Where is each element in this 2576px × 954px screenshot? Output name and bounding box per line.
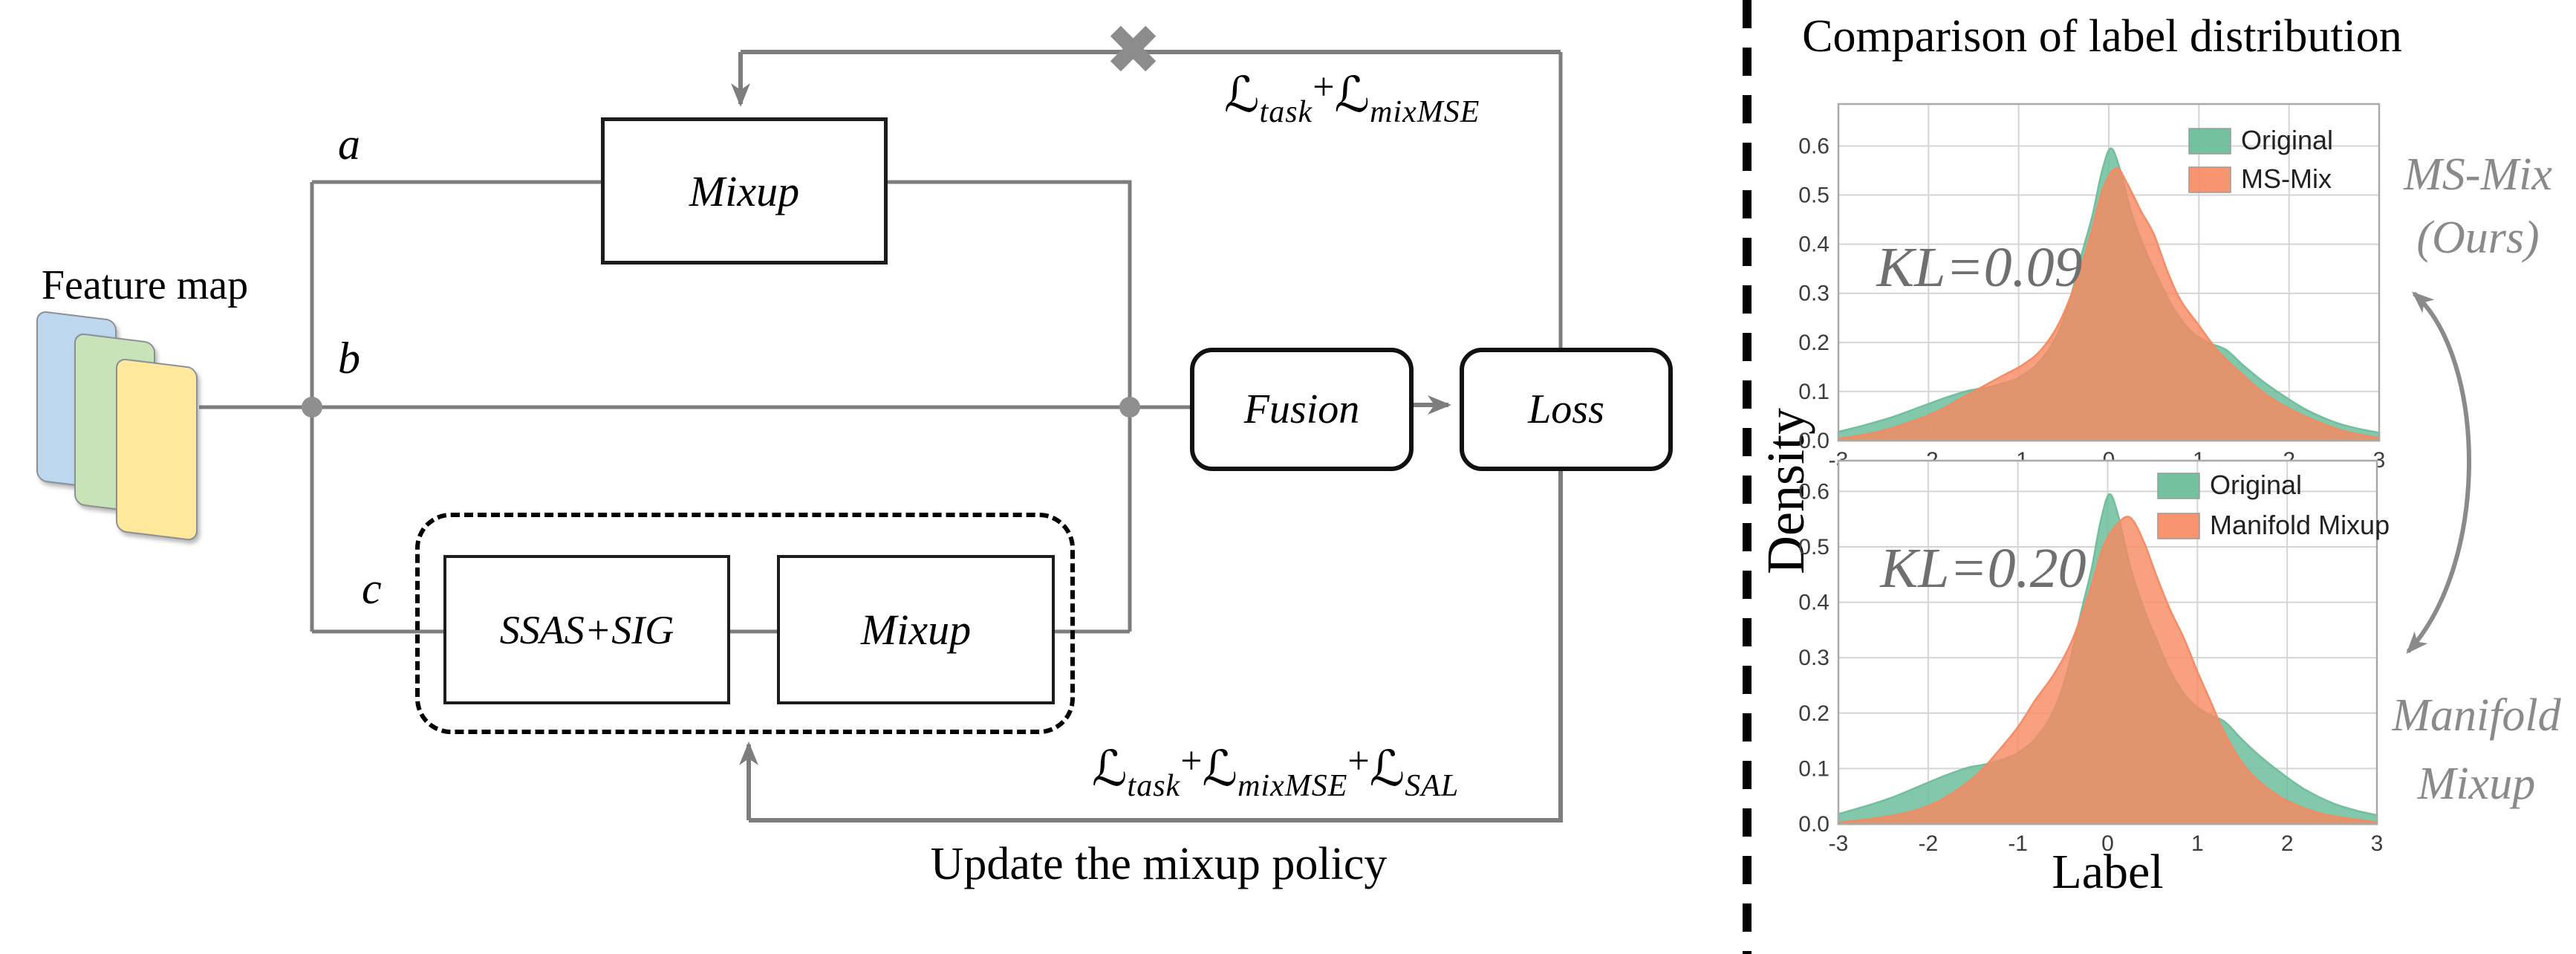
svg-text:0.3: 0.3 — [1798, 646, 1829, 670]
loss-box-label: Loss — [1528, 386, 1604, 432]
blocked-cross-icon: ✖ — [1105, 10, 1162, 90]
mixup-top-output-line — [880, 180, 1132, 632]
chart-lower-manifold-mixup: 0.0 0.1 0.2 0.3 0.4 0.5 0.6 -3 -2 -1 0 1 2 3 KL=0.20 Or… — [1798, 459, 2390, 899]
script-L: ℒ — [1369, 740, 1405, 797]
ssas-sig-box: SSAS+SIG — [443, 555, 730, 704]
panel-separator — [1743, 0, 1752, 954]
svg-text:0.1: 0.1 — [1798, 380, 1829, 404]
svg-text:KL=0.20: KL=0.20 — [1879, 537, 2086, 600]
loss-bottom-line — [749, 462, 1563, 822]
svg-text:0.6: 0.6 — [1798, 479, 1829, 504]
svg-text:3: 3 — [2371, 831, 2384, 856]
svg-text:-2: -2 — [1918, 831, 1938, 856]
script-L: ℒ — [1092, 740, 1128, 797]
branch-label-a: a — [338, 120, 360, 169]
junction-dot-left — [302, 397, 322, 418]
svg-text:-1: -1 — [2008, 831, 2028, 856]
svg-text:Original: Original — [2241, 125, 2333, 155]
svg-text:0: 0 — [2101, 831, 2114, 856]
feature-map-card-yellow — [116, 357, 198, 542]
loss-box: Loss — [1460, 348, 1673, 471]
svg-text:KL=0.09: KL=0.09 — [1876, 236, 2082, 299]
mixup-top-box-label: Mixup — [689, 166, 800, 215]
ms-mix-ours-label-line2: (Ours) — [2416, 212, 2540, 263]
subscript-mixmse: mixMSE — [1370, 95, 1480, 129]
mixup-inner-box-label: Mixup — [860, 606, 972, 654]
right-panel-title: Comparison of label distribution — [1802, 11, 2402, 62]
manifold-mixup-label-line2: Mixup — [2417, 759, 2536, 809]
script-L: ℒ — [1202, 740, 1238, 797]
svg-text:0.3: 0.3 — [1798, 282, 1829, 306]
methods-comparison-arrow — [2406, 291, 2471, 654]
ms-mix-ours-label-line1: MS-Mix — [2404, 149, 2552, 200]
mixup-inner-box: Mixup — [777, 555, 1055, 704]
plus-operator: + — [1347, 740, 1370, 782]
plus-operator: + — [1313, 66, 1335, 108]
update-policy-label: Update the mixup policy — [930, 839, 1388, 889]
svg-text:0.4: 0.4 — [1798, 233, 1829, 257]
mixup-top-box: Mixup — [601, 117, 888, 265]
branch-label-b: b — [338, 334, 360, 383]
ssas-sig-box-label: SSAS+SIG — [499, 607, 674, 652]
manifold-mixup-label-line1: Manifold — [2392, 690, 2561, 741]
svg-text:0.2: 0.2 — [1798, 701, 1829, 726]
branch-label-c: c — [362, 564, 382, 613]
svg-text:0.6: 0.6 — [1798, 134, 1829, 158]
svg-text:0.4: 0.4 — [1798, 591, 1829, 615]
svg-text:1: 1 — [2191, 831, 2204, 856]
loss-equation-top: ℒtask+ℒmixMSE — [1224, 65, 1480, 130]
svg-text:0.5: 0.5 — [1798, 535, 1829, 559]
svg-text:Label: Label — [2052, 845, 2163, 899]
svg-text:0.2: 0.2 — [1798, 331, 1829, 355]
svg-text:MS-Mix: MS-Mix — [2241, 163, 2332, 194]
script-L: ℒ — [1334, 66, 1370, 123]
svg-text:-3: -3 — [1829, 831, 1849, 856]
svg-text:2: 2 — [2281, 831, 2294, 856]
svg-text:Original: Original — [2210, 470, 2302, 500]
diagram-connectors — [199, 50, 1563, 822]
script-L: ℒ — [1224, 66, 1260, 123]
svg-text:0.5: 0.5 — [1798, 184, 1829, 208]
plus-operator: + — [1180, 740, 1203, 782]
svg-text:Manifold Mixup: Manifold Mixup — [2210, 510, 2390, 540]
svg-text:0.0: 0.0 — [1798, 812, 1829, 837]
junction-dot-right — [1119, 397, 1140, 418]
subscript-sal: SAL — [1405, 769, 1460, 803]
fusion-box: Fusion — [1190, 348, 1414, 471]
subscript-mixmse: mixMSE — [1237, 769, 1348, 803]
loss-equation-bottom: ℒtask+ℒmixMSE+ℒSAL — [1092, 739, 1459, 804]
mixup-policy-dashed-container — [415, 513, 1075, 734]
svg-text:0.0: 0.0 — [1798, 429, 1829, 453]
fusion-box-label: Fusion — [1243, 386, 1360, 432]
svg-text:0.1: 0.1 — [1798, 756, 1829, 781]
subscript-task: task — [1259, 95, 1313, 129]
feature-map-label: Feature map — [41, 262, 249, 308]
subscript-task: task — [1127, 769, 1181, 803]
